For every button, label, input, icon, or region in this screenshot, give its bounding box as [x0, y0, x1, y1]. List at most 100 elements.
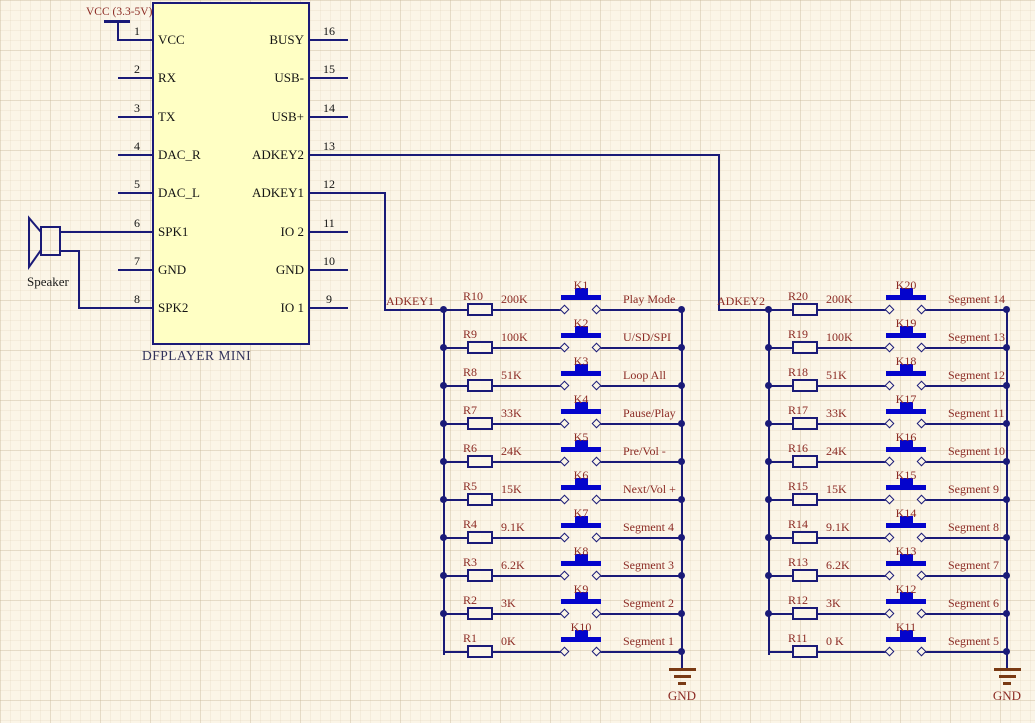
pin-name: GND	[158, 262, 187, 277]
switch-terminal-icon	[884, 456, 895, 467]
ladder-row: R20 200K K20 Segment 14	[765, 278, 1010, 318]
gnd-label: GND	[992, 688, 1022, 703]
ladder-row: R15 15K K15 Segment 9	[765, 469, 1010, 508]
pin-wire	[118, 154, 152, 156]
junction-dot-icon	[440, 458, 447, 465]
ladder-row: R2 3K K9 Segment 2	[440, 583, 685, 622]
junction-dot-icon	[765, 572, 772, 579]
resistor-icon	[792, 341, 818, 354]
resistor-value: 24K	[501, 444, 522, 458]
switch-terminal-icon	[916, 608, 927, 619]
resistor-ref: R4	[463, 517, 478, 531]
wire	[768, 575, 888, 577]
ladder-row: R11 0 K K11 Segment 5	[768, 621, 1010, 660]
pushbutton-cap-icon	[900, 554, 913, 562]
resistor-value: 0 K	[826, 634, 844, 648]
wire	[923, 423, 1008, 425]
switch-terminal-icon	[559, 532, 570, 543]
switch-terminal-icon	[559, 570, 570, 581]
junction-dot-icon	[440, 382, 447, 389]
ladder-row: R8 51K K3 Loop All	[440, 355, 685, 394]
junction-dot-icon	[440, 344, 447, 351]
pushbutton-icon	[561, 409, 601, 414]
wire	[598, 499, 683, 501]
gnd-bar-icon	[993, 668, 1021, 671]
pin-number: 9	[326, 292, 332, 306]
junction-dot-icon	[678, 572, 685, 579]
switch-terminal-icon	[916, 342, 927, 353]
gnd-symbol: GND	[979, 668, 1035, 704]
pushbutton-icon	[886, 333, 926, 338]
pin-number: 2	[134, 62, 140, 76]
junction-dot-icon	[765, 344, 772, 351]
wire	[923, 651, 1008, 653]
junction-dot-icon	[678, 306, 685, 313]
ladder-row: R17 33K K17 Segment 11	[765, 392, 1010, 432]
junction-dot-icon	[1003, 534, 1010, 541]
resistor-icon	[467, 607, 493, 620]
key-ref: K1	[573, 278, 589, 292]
junction-dot-icon	[440, 496, 447, 503]
pin-number: 3	[134, 101, 140, 115]
key-ref: K5	[573, 430, 589, 444]
resistor-ref: R12	[788, 593, 809, 607]
switch-terminal-icon	[559, 418, 570, 429]
wire-adkey2	[310, 154, 720, 156]
wire	[443, 651, 563, 653]
junction-dot-icon	[678, 420, 685, 427]
switch-terminal-icon	[591, 570, 602, 581]
vcc-power-label: VCC (3.3-5V)	[86, 6, 153, 18]
pushbutton-cap-icon	[900, 478, 913, 486]
resistor-icon	[792, 379, 818, 392]
key-ref: K12	[895, 582, 917, 596]
pushbutton-cap-icon	[575, 440, 588, 448]
resistor-icon	[792, 607, 818, 620]
switch-terminal-icon	[884, 570, 895, 581]
resistor-value: 200K	[501, 292, 528, 306]
pin-wire	[118, 77, 152, 79]
pushbutton-icon	[561, 333, 601, 338]
pin-number: 11	[323, 216, 335, 230]
wire	[768, 347, 888, 349]
wire-adkey1	[384, 309, 443, 311]
pushbutton-cap-icon	[575, 630, 588, 638]
junction-dot-icon	[765, 382, 772, 389]
ladder-row: R4 9.1K K7 Segment 4	[440, 507, 685, 546]
key-ref: K16	[895, 430, 917, 444]
resistor-icon	[467, 417, 493, 430]
pin-number: 1	[134, 24, 140, 38]
net-label: Pre/Vol -	[623, 444, 666, 458]
resistor-value: 6.2K	[501, 558, 525, 572]
junction-dot-icon	[678, 534, 685, 541]
switch-terminal-icon	[916, 380, 927, 391]
resistor-value: 9.1K	[826, 520, 850, 534]
wire	[923, 575, 1008, 577]
wire	[60, 250, 80, 252]
wire	[768, 613, 888, 615]
resistor-ref: R8	[463, 365, 478, 379]
wire	[443, 575, 563, 577]
junction-dot-icon	[765, 420, 772, 427]
ladder-row: R3 6.2K K8 Segment 3	[440, 545, 685, 584]
resistor-ref: R20	[788, 289, 809, 303]
switch-terminal-icon	[916, 494, 927, 505]
key-ref: K20	[895, 278, 917, 292]
net-label: Segment 14	[948, 292, 1005, 306]
net-label: Segment 11	[948, 406, 1005, 420]
net-label: Next/Vol +	[623, 482, 676, 496]
wire	[768, 499, 888, 501]
key-ref: K17	[895, 392, 917, 406]
resistor-icon	[792, 417, 818, 430]
wire	[443, 423, 563, 425]
key-ref: K10	[570, 620, 592, 634]
wire	[768, 651, 888, 653]
wire	[923, 537, 1008, 539]
pushbutton-icon	[561, 447, 601, 452]
junction-dot-icon	[1003, 382, 1010, 389]
junction-dot-icon	[678, 610, 685, 617]
net-label: Segment 3	[623, 558, 674, 572]
switch-terminal-icon	[559, 608, 570, 619]
resistor-value: 33K	[826, 406, 847, 420]
switch-terminal-icon	[591, 418, 602, 429]
wire	[443, 461, 563, 463]
